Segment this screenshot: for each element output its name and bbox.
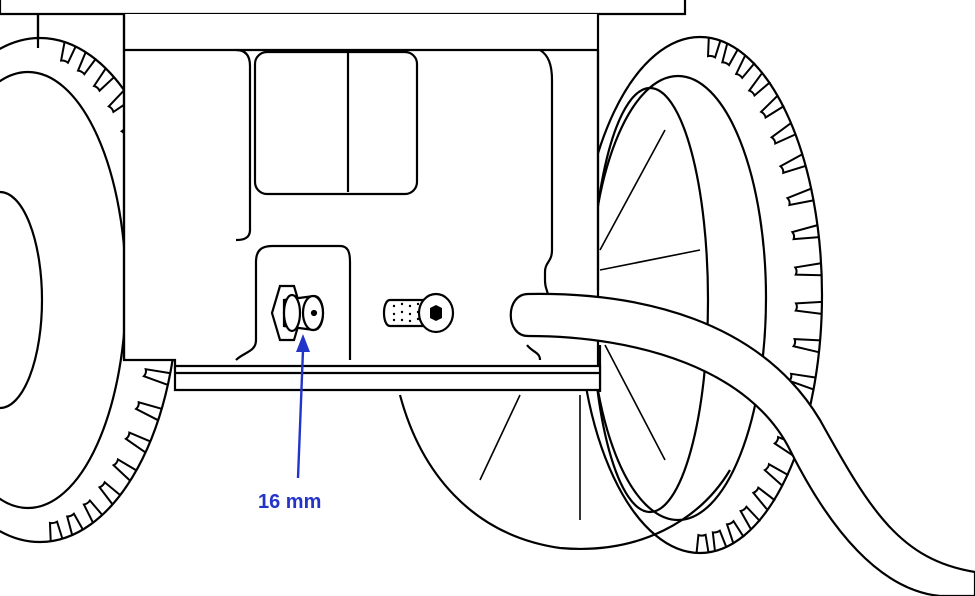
right-wheel-tread-lug xyxy=(791,338,821,354)
left-wheel-tread-lug xyxy=(48,520,64,542)
frame-left-post xyxy=(36,14,126,360)
screw-thread-dot xyxy=(408,304,412,308)
right-wheel-tread-lug xyxy=(721,43,740,67)
left-wheel-tread-lug xyxy=(59,42,77,65)
frame-inner-outline xyxy=(235,48,554,297)
right-wheel-tread-lug xyxy=(772,435,801,458)
right-wheel-tread-lug xyxy=(769,122,797,146)
screw-thread-dot xyxy=(400,318,404,322)
hose-body xyxy=(509,292,975,596)
right-wheel-tread-lug xyxy=(778,153,807,175)
left-wheel-tread-lug xyxy=(65,512,85,535)
callout-arrow-shaft xyxy=(296,349,305,479)
right-wheel-outer-rim xyxy=(576,35,824,555)
socket-cap-screw xyxy=(382,292,455,334)
bottom-rail xyxy=(173,364,602,392)
right-wheel-tread-lug xyxy=(763,462,789,486)
right-wheel-spokes xyxy=(479,129,701,520)
right-wheel-tread-lug xyxy=(695,533,710,554)
left-wheel-tread-lug xyxy=(76,52,97,76)
right-wheel-tread-lug xyxy=(794,300,823,315)
right-wheel-tread-lug xyxy=(790,224,820,241)
right-wheel-tread-lug xyxy=(759,95,785,120)
right-wheel-lower-rim xyxy=(398,394,731,550)
right-wheel-tread-lug xyxy=(751,485,776,510)
left-wheel-tread-lug xyxy=(107,89,132,114)
hex-fitting xyxy=(270,284,325,342)
left-wheel-tread-lug xyxy=(97,480,122,505)
screw-thread-dot xyxy=(408,312,412,316)
right-wheel-tread-lug xyxy=(793,262,822,277)
right-wheel-spoke xyxy=(479,394,521,481)
mounting-bracket xyxy=(173,244,602,392)
screw-thread-dot xyxy=(392,312,396,316)
right-wheel-tread-lug xyxy=(706,37,722,59)
screw-thread-dot xyxy=(392,318,396,322)
right-wheel-spoke xyxy=(599,249,701,271)
fitting-collar xyxy=(282,293,302,333)
right-wheel-spoke xyxy=(599,129,666,251)
right-wheel-tread-lug xyxy=(739,505,761,529)
left-wheel-tread-lug xyxy=(82,498,104,523)
screw-thread-dot xyxy=(408,319,412,323)
right-wheel-spoke xyxy=(604,344,666,461)
screw-hex-socket xyxy=(430,305,442,321)
left-wheel-tread-lug xyxy=(111,457,138,482)
right-wheel-tread-lug xyxy=(747,73,771,98)
frame-upper-cutout xyxy=(253,50,419,196)
right-wheel-treads xyxy=(695,37,823,554)
right-wheel-tread-lug xyxy=(734,55,756,80)
hose xyxy=(509,292,975,596)
left-wheel-tread-lug xyxy=(92,68,116,93)
size-callout: 16 mm xyxy=(258,334,321,513)
right-wheel-tread-lug xyxy=(711,529,728,551)
fitting-center-dot xyxy=(310,309,318,317)
frame-panel xyxy=(0,0,687,392)
left-wheel-inner-rim xyxy=(0,70,128,510)
screw-thread-dot xyxy=(400,310,404,314)
screw-thread-dot xyxy=(416,302,420,306)
screw-thread-dot xyxy=(400,302,404,306)
right-wheel-tread-lug xyxy=(725,519,745,543)
left-wheel-tread-lug xyxy=(124,431,152,454)
left-wheel-tread-lug xyxy=(142,367,171,386)
callout-label: 16 mm xyxy=(258,491,321,513)
left-wheel-tread-lug xyxy=(134,400,163,421)
right-wheel-tread-lug xyxy=(785,187,815,207)
screw-thread-dot xyxy=(392,304,396,308)
callout-arrow-head xyxy=(296,334,310,352)
rail-end-notch xyxy=(526,344,542,361)
right-wheel-inner-rim xyxy=(588,74,768,522)
left-wheel-hub-ring xyxy=(0,190,44,410)
frame-top-plate xyxy=(0,0,687,16)
